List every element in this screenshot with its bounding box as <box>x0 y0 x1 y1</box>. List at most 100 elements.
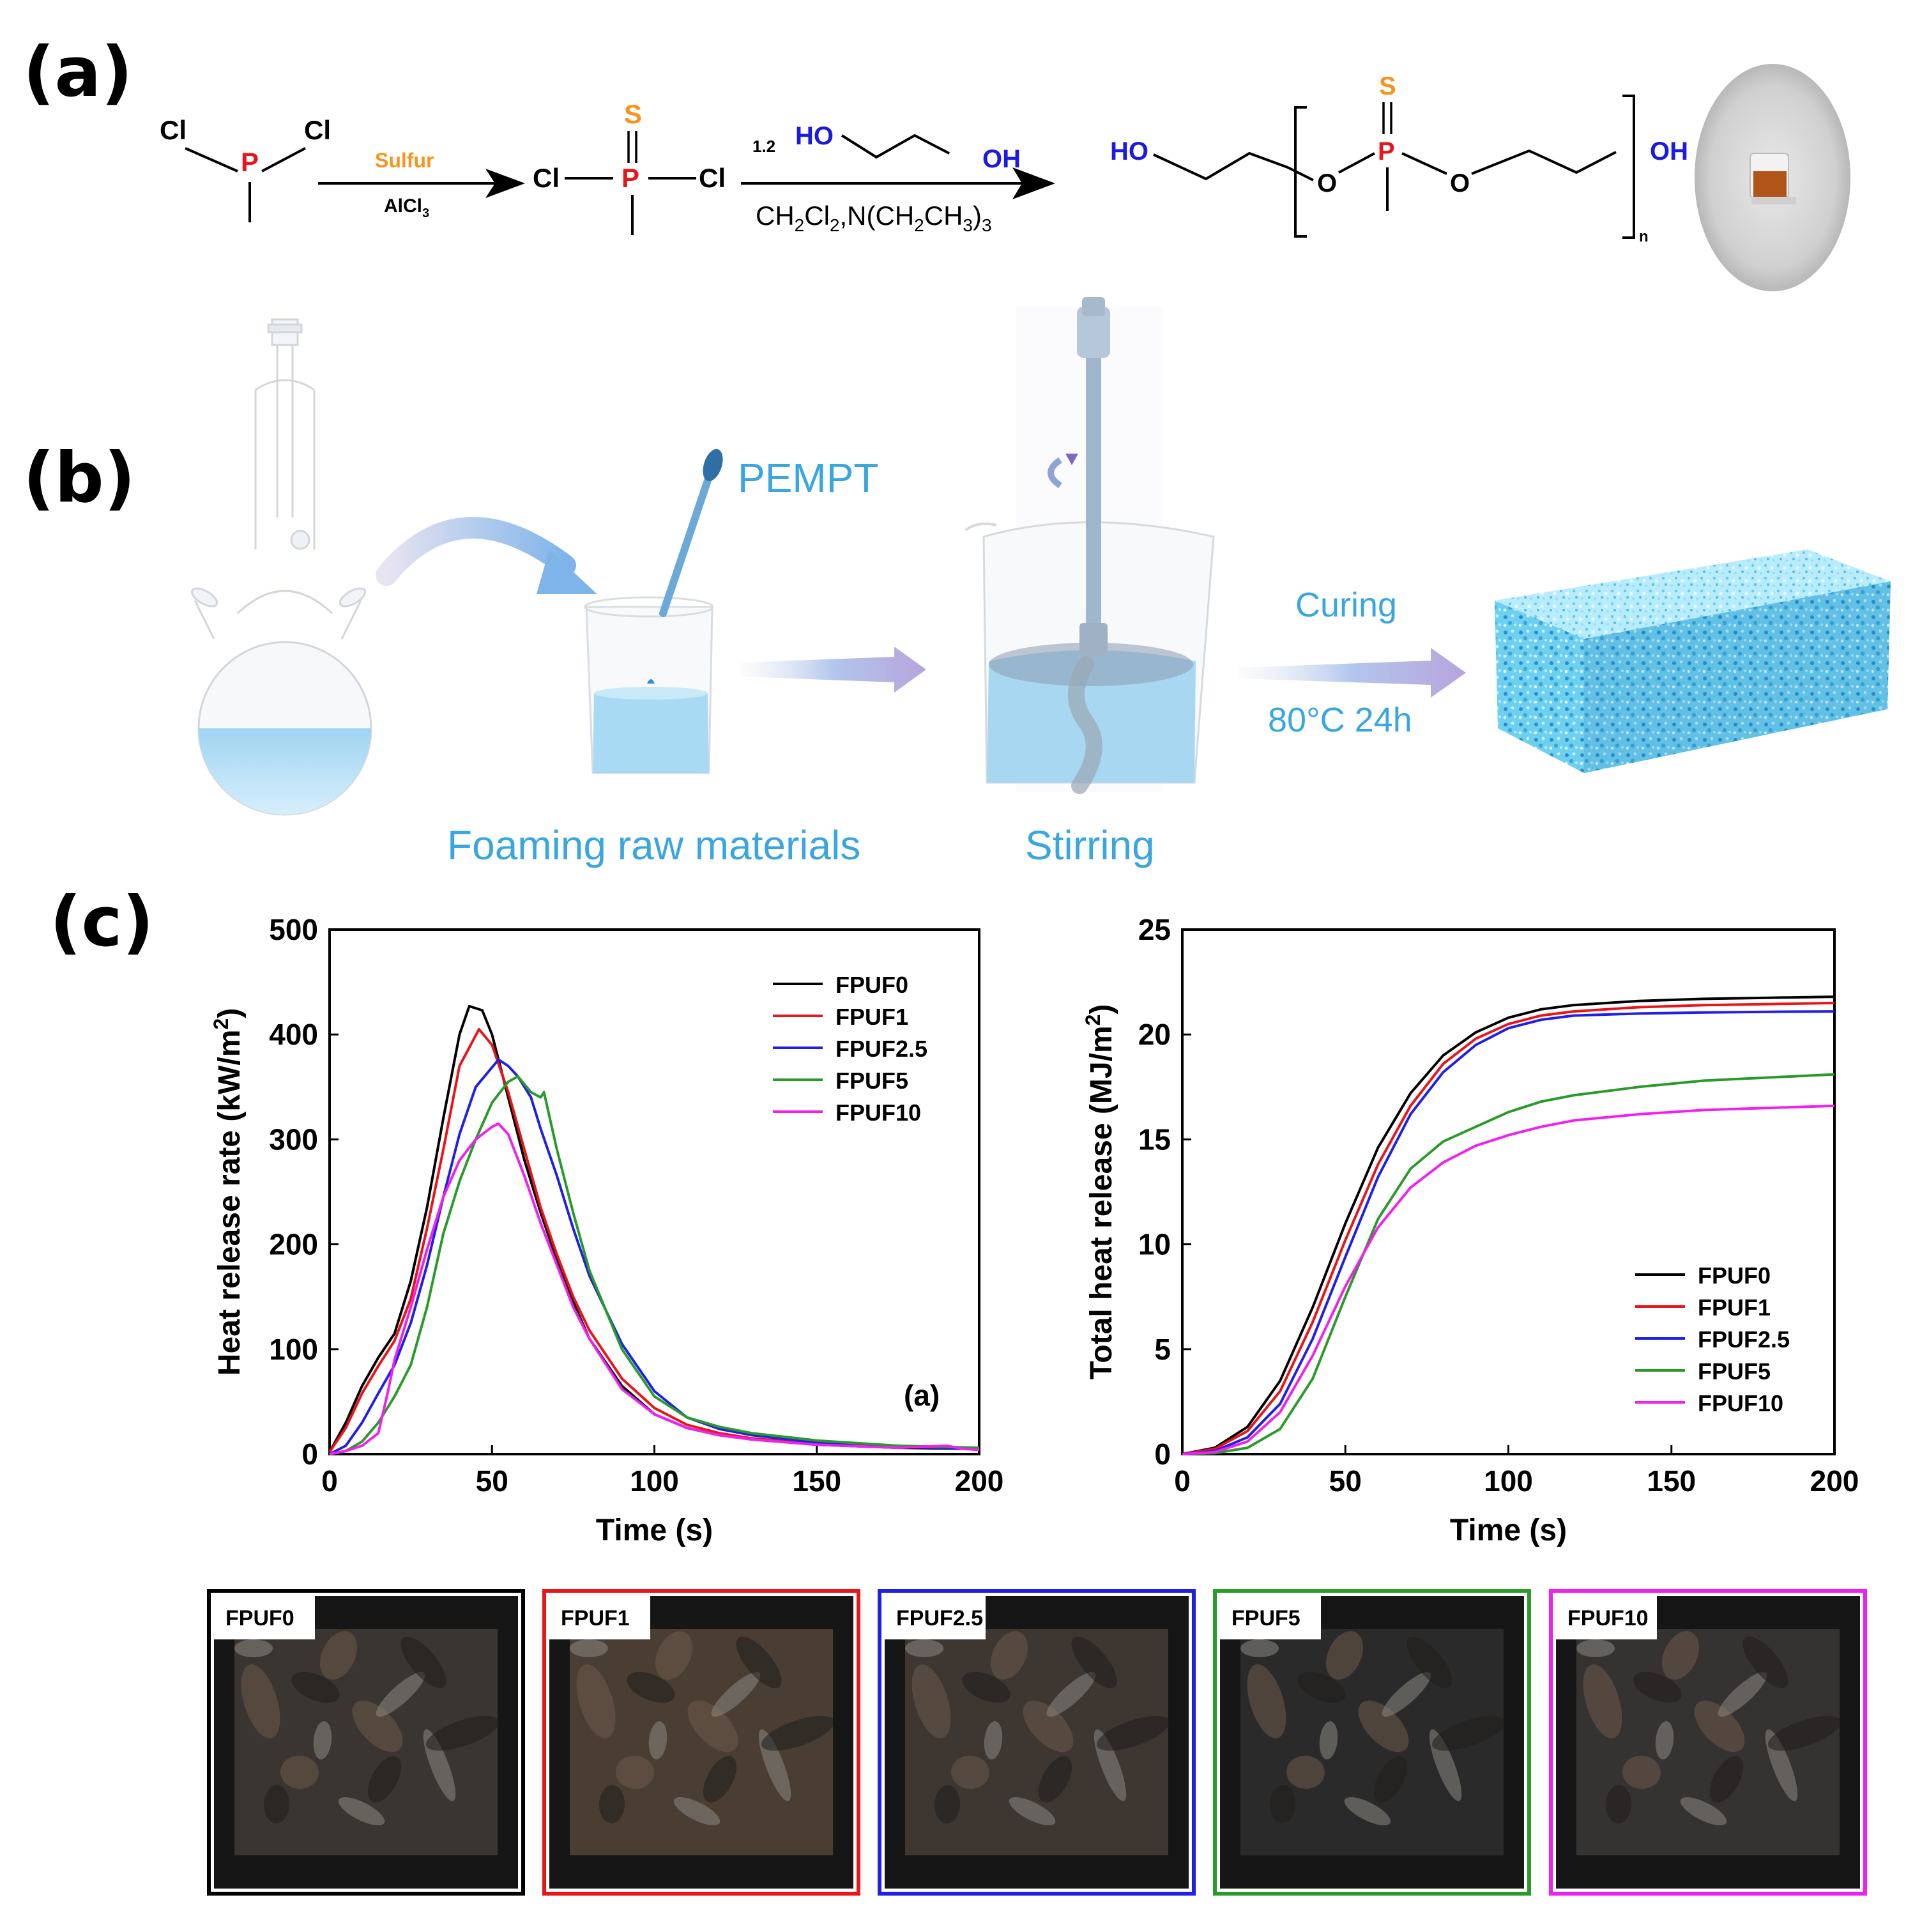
stirring-label: Stirring <box>1025 822 1155 868</box>
legend-label: FPUF0 <box>835 972 908 998</box>
legend-label: FPUF1 <box>1698 1294 1771 1321</box>
panel-label-a: (a) <box>23 33 133 112</box>
intermediate-p: P <box>621 163 639 193</box>
step2-equiv: 1.2 <box>752 137 775 156</box>
legend-label: FPUF5 <box>835 1068 908 1094</box>
reactant-structure: Cl P Cl <box>160 115 331 222</box>
legend-label: FPUF0 <box>1698 1262 1771 1289</box>
product-o-right: O <box>1450 169 1470 197</box>
series-line-FPUF5 <box>329 1075 980 1455</box>
stirring-beaker <box>964 297 1215 794</box>
residue-photo-FPUF5: FPUF5 <box>1213 1589 1531 1896</box>
residue-photo-FPUF10: FPUF10 <box>1549 1589 1867 1896</box>
photo-label-box <box>1555 1595 1657 1639</box>
series-line-FPUF10 <box>1182 1104 1835 1455</box>
photo-label: FPUF2.5 <box>896 1606 983 1630</box>
x-tick-label: 0 <box>1174 1464 1191 1498</box>
y-tick-label: 500 <box>269 913 318 946</box>
step2-conditions: CH2Cl2,N(CH2CH3)3 <box>756 201 992 235</box>
raw-materials-beaker <box>584 448 723 774</box>
reactant-cl-right: Cl <box>304 115 331 145</box>
photo-border <box>1549 1589 1867 1896</box>
product-structure: HO O S P O n OH <box>1110 72 1688 245</box>
panel-b: (b) PEMP <box>23 297 1891 868</box>
product-o-left: O <box>1317 169 1337 197</box>
x-tick-label: 50 <box>1329 1464 1362 1498</box>
three-neck-flask <box>190 318 372 816</box>
photo-border <box>878 1589 1196 1896</box>
series-line-FPUF2.5 <box>1182 1010 1835 1455</box>
photo-border <box>1213 1589 1531 1896</box>
y-tick-label: 400 <box>269 1018 318 1051</box>
photo-label: FPUF5 <box>1231 1606 1300 1630</box>
y-tick-label: 0 <box>1154 1438 1171 1471</box>
foam-block <box>1495 549 1891 773</box>
photo-border <box>542 1589 860 1896</box>
y-tick-label: 0 <box>301 1438 318 1471</box>
product-n: n <box>1639 228 1649 245</box>
step2-diol-oh: OH <box>982 145 1021 173</box>
curved-arrow <box>376 517 576 586</box>
legend-label: FPUF1 <box>835 1004 908 1030</box>
y-axis-label: Total heat release (MJ/m2) <box>1081 1004 1118 1380</box>
legend-label: FPUF10 <box>1698 1390 1783 1416</box>
step1-catalyst: AlCl3 <box>384 195 429 220</box>
y-tick-label: 100 <box>269 1333 318 1366</box>
legend-label: FPUF10 <box>835 1100 921 1126</box>
step2-diol-ho: HO <box>795 122 834 150</box>
product-s: S <box>1379 72 1396 100</box>
y-axis-label: Heat release rate (kW/m2) <box>210 1008 247 1376</box>
photo-border <box>207 1589 525 1896</box>
series-line-FPUF0 <box>1182 995 1835 1455</box>
y-tick-label: 10 <box>1138 1228 1171 1261</box>
step1-reagent: Sulfur <box>375 149 434 172</box>
x-tick-label: 50 <box>476 1464 508 1498</box>
pempt-label: PEMPT <box>738 455 878 501</box>
curing-label: Curing <box>1295 586 1397 624</box>
photo-label: FPUF1 <box>561 1606 630 1630</box>
reactant-p: P <box>241 147 259 177</box>
reactant-cl-left: Cl <box>160 115 187 145</box>
x-axis-label: Time (s) <box>596 1514 713 1547</box>
y-tick-label: 15 <box>1138 1123 1171 1156</box>
curing-conditions-label: 80°C 24h <box>1268 701 1412 739</box>
photo-label-box <box>213 1595 315 1639</box>
process-arrow-1 <box>741 647 926 693</box>
intermediate-structure: S Cl P Cl <box>533 99 726 235</box>
y-tick-label: 200 <box>269 1228 318 1261</box>
residue-photo-FPUF0: FPUF0 <box>207 1589 525 1896</box>
photo-label-box <box>883 1595 986 1639</box>
residue-photo-row: FPUF0 FPUF1 FPUF2.5 FPUF5 FPUF10 <box>207 1589 1867 1896</box>
product-ho: HO <box>1110 137 1148 165</box>
foaming-raw-materials-label: Foaming raw materials <box>447 822 860 868</box>
x-tick-label: 0 <box>321 1464 338 1498</box>
residue-photo-FPUF1: FPUF1 <box>542 1589 860 1896</box>
y-tick-label: 300 <box>269 1123 318 1156</box>
y-tick-label: 5 <box>1154 1333 1171 1366</box>
photo-label-box <box>548 1595 650 1639</box>
panel-label-c: (c) <box>50 882 154 962</box>
legend-label: FPUF2.5 <box>835 1036 927 1062</box>
product-vial-photo <box>1695 64 1850 291</box>
product-p: P <box>1378 137 1395 165</box>
x-axis-label: Time (s) <box>1450 1514 1567 1547</box>
x-tick-label: 100 <box>630 1464 679 1498</box>
x-tick-label: 150 <box>792 1464 841 1498</box>
curing-arrow <box>1239 648 1466 698</box>
x-tick-label: 200 <box>1810 1464 1859 1498</box>
y-tick-label: 25 <box>1138 913 1171 946</box>
product-oh: OH <box>1650 137 1688 165</box>
photo-label: FPUF10 <box>1567 1606 1649 1630</box>
series-line-FPUF5 <box>1182 1073 1835 1455</box>
series-line-FPUF1 <box>328 1028 980 1453</box>
chart-annotation: (a) <box>904 1379 940 1412</box>
legend-label: FPUF5 <box>1698 1358 1771 1384</box>
photo-label: FPUF0 <box>225 1606 294 1630</box>
residue-photo-FPUF2.5: FPUF2.5 <box>878 1589 1196 1896</box>
x-tick-label: 150 <box>1647 1464 1696 1498</box>
intermediate-cl-right: Cl <box>699 163 726 193</box>
